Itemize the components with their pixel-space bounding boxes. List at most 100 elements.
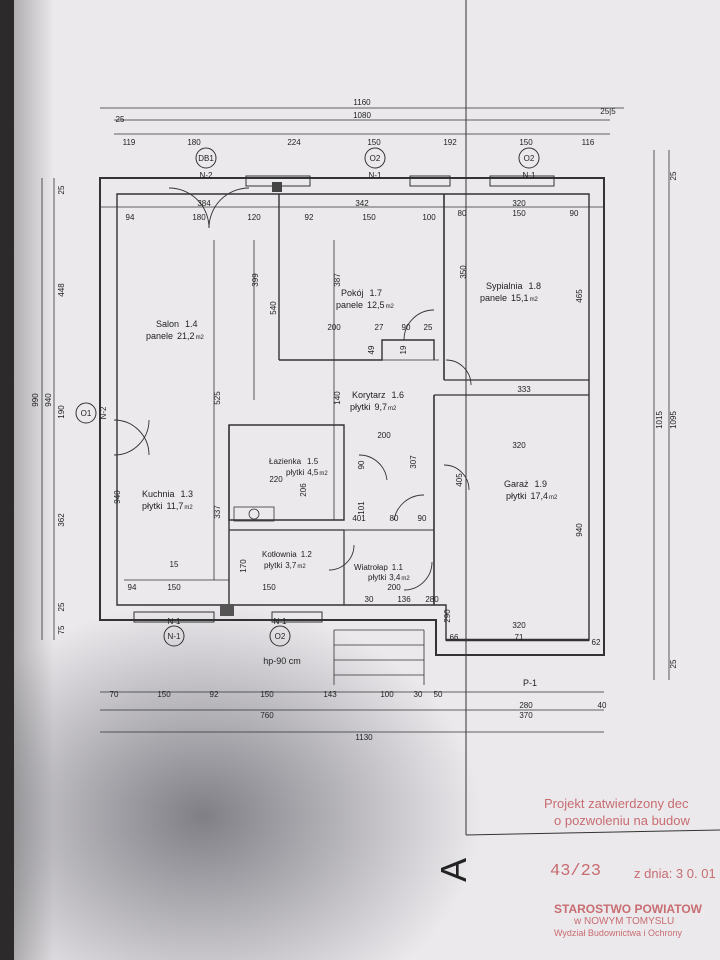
axis-o2-bottom: O2 xyxy=(275,632,286,641)
dim-inner: 280 xyxy=(425,595,439,604)
axis-n2-side: N-2 xyxy=(99,406,108,419)
stamp-office: STAROSTWO POWIATOW xyxy=(554,902,702,916)
dim-inner: 90 xyxy=(418,514,427,523)
dim-top-seg-3: 224 xyxy=(287,138,301,147)
dim-inner: 120 xyxy=(247,213,261,222)
dim-left-total: 990 xyxy=(31,393,40,407)
dim-inner: 387 xyxy=(333,273,342,287)
dim-inner: 15 xyxy=(170,560,179,569)
dim-inner: 206 xyxy=(299,483,308,497)
dim-inner: 150 xyxy=(262,583,276,592)
section-label: A xyxy=(433,858,474,882)
dim-bottom-seg-5: 143 xyxy=(323,690,337,699)
axis-db1: DB1 xyxy=(198,154,214,163)
dim-left-seg-3: 190 xyxy=(57,405,66,419)
dim-inner: 170 xyxy=(239,559,248,573)
dim-bottom-seg-4: 150 xyxy=(260,690,274,699)
dim-right-total: 1095 xyxy=(669,411,678,429)
dim-bottom-seg-1: 70 xyxy=(110,690,119,699)
dim-inner: 71 xyxy=(515,633,524,642)
dim-inner: 136 xyxy=(397,595,411,604)
dim-top-seg-7: 116 xyxy=(582,138,595,147)
drawing-sheet: DB1 O2 O2 O1 N-1 O2 N-2 N-1 N-1 N-1 N-1 … xyxy=(14,0,720,960)
dim-inner: 90 xyxy=(570,209,579,218)
dim-right-edge-top: 25 xyxy=(669,171,678,180)
dim-inner: 150 xyxy=(512,209,526,218)
axis-n1-label: N-1 xyxy=(168,617,181,626)
dim-inner: 320 xyxy=(512,621,526,630)
stamp-date: z dnia: 3 0. 01 xyxy=(634,866,716,881)
dim-inner: 90 xyxy=(402,323,411,332)
dim-top-inner: 1080 xyxy=(353,111,371,120)
dim-inner: 940 xyxy=(575,523,584,537)
dim-inner: 290 xyxy=(443,609,452,623)
dim-inner: 49 xyxy=(367,345,376,354)
dim-left-seg-5: 25 xyxy=(57,602,66,611)
dim-inner: 25 xyxy=(424,323,433,332)
dim-bottom-seg-7: 30 xyxy=(414,690,423,699)
dim-inner: 80 xyxy=(390,514,399,523)
dim-inner: 220 xyxy=(269,475,283,484)
dim-left-seg-1: 25 xyxy=(57,185,66,194)
dim-inner: 200 xyxy=(387,583,401,592)
dim-inner: 337 xyxy=(213,505,222,519)
dim-bottom-seg-6: 100 xyxy=(380,690,394,699)
dim-inner: 150 xyxy=(167,583,181,592)
dim-top-edge-right: 25|5 xyxy=(600,107,616,116)
dim-inner: 140 xyxy=(333,391,342,405)
stamp-office-town: w NOWYM TOMYSLU xyxy=(574,916,675,927)
dim-left-seg-6: 75 xyxy=(57,625,66,634)
dim-bottom-seg-8: 50 xyxy=(434,690,443,699)
dim-bottom-seg-2: 150 xyxy=(157,690,171,699)
axis-n1-top-1: N-1 xyxy=(369,171,382,180)
dim-bottom-seg-9: 280 xyxy=(519,701,533,710)
dim-right-edge-bottom: 25 xyxy=(669,659,678,668)
dim-inner: 180 xyxy=(192,213,206,222)
dim-inner: 320 xyxy=(512,199,526,208)
inner-wall-line xyxy=(116,193,590,641)
dim-top-seg-4: 150 xyxy=(367,138,381,147)
stamp-line-2: o pozwoleniu na budow xyxy=(554,813,690,828)
axis-o2-top-1: O2 xyxy=(370,154,381,163)
dim-inner: 465 xyxy=(575,289,584,303)
stamp-department: Wydział Budownictwa i Ochrony xyxy=(554,928,682,938)
stamp-number: 43/23 xyxy=(550,862,602,881)
dim-top-seg-2: 180 xyxy=(187,138,201,147)
dim-inner: 27 xyxy=(375,323,384,332)
dim-inner: 342 xyxy=(355,199,369,208)
dim-inner: 80 xyxy=(458,209,467,218)
axis-o2-top-2: O2 xyxy=(524,154,535,163)
dim-left-inner: 940 xyxy=(44,393,53,407)
dim-left-seg-2: 448 xyxy=(57,283,66,297)
dim-inner: 307 xyxy=(409,455,418,469)
dim-inner: 92 xyxy=(305,213,314,222)
dim-bottom-right: 370 xyxy=(519,711,533,720)
dim-top-seg-6: 150 xyxy=(519,138,533,147)
dim-inner: 940 xyxy=(113,490,122,504)
dim-right-inner: 1015 xyxy=(655,411,664,429)
dim-inner: 200 xyxy=(327,323,341,332)
axis-n1-label-2: N-1 xyxy=(274,617,287,626)
dim-inner: 320 xyxy=(512,441,526,450)
dim-inner: 62 xyxy=(592,638,601,647)
dim-inner: 200 xyxy=(377,431,391,440)
axis-o1: O1 xyxy=(81,409,92,418)
dim-top-seg-1: 119 xyxy=(123,138,136,147)
dim-inner: 399 xyxy=(251,273,260,287)
dim-inner: 19 xyxy=(399,345,408,354)
dim-inner: 405 xyxy=(455,473,464,487)
dim-inner: 66 xyxy=(450,633,459,642)
dim-bottom-edge: 40 xyxy=(598,701,607,710)
